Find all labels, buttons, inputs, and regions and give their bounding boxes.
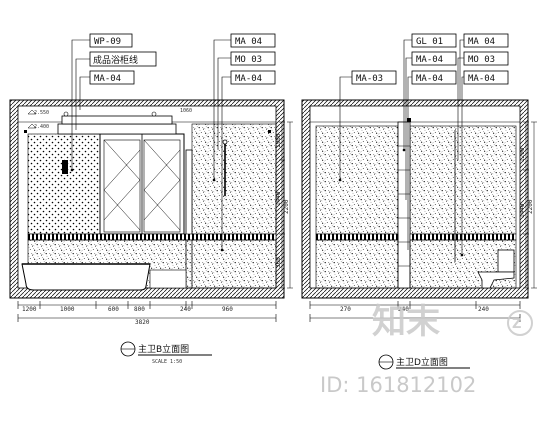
- right-material-tags: GL 01 MA 04 MA-04 MO 03 MA-03 MA-04 MA-0…: [351, 33, 509, 85]
- right-tag-ma04-a: MA 04: [468, 37, 495, 47]
- bottom-dim-1200: 1200: [22, 306, 37, 313]
- bottom-dim-960: 960: [222, 306, 233, 313]
- svg-text:Z: Z: [512, 317, 521, 332]
- right-bottom-dim-240-a: 240: [398, 306, 409, 313]
- left-view-scale: SCALE 1:50: [152, 359, 182, 365]
- bottom-dim-600: 600: [108, 306, 119, 313]
- right-bottom-dim-240-b: 240: [478, 306, 489, 313]
- right-view-dim-1440: 1440: [519, 203, 526, 218]
- left-tag-ma04-c: MA-04: [235, 74, 262, 84]
- right-leader-lines: [338, 39, 464, 257]
- right-view-title-text: 主卫D立面图: [396, 356, 448, 368]
- top-dim-1060: 1060: [180, 108, 192, 114]
- ceiling-mark-2550: 2.550: [34, 110, 49, 116]
- right-right-dimensions: 1200 2200 1440: [519, 121, 537, 289]
- watermark-id: ID: 161812102: [320, 373, 476, 397]
- right-tag-ma04-b: MA-04: [416, 55, 443, 65]
- total-width: 3820: [135, 319, 150, 326]
- watermark-logo-text: 知末: [372, 302, 440, 342]
- right-elevation: GL 01 MA 04 MA-04 MO 03 MA-03 MA-04 MA-0…: [301, 33, 537, 370]
- right-tag-gl01: GL 01: [416, 37, 443, 47]
- right-dim-360: 360: [275, 257, 282, 268]
- left-material-tags: WP-09 成品浴柜线 MA-04 MA 04 MO 03 MA-04: [89, 33, 276, 85]
- bottom-dim-240: 240: [180, 306, 191, 313]
- left-view-title-text: 主卫B立面图: [138, 343, 189, 355]
- ceiling-mark-2400: 2.400: [34, 124, 49, 130]
- left-tag-ma04-b: MA 04: [235, 37, 262, 47]
- right-dim-2200: 2200: [283, 199, 290, 214]
- right-tag-mo03: MO 03: [468, 55, 495, 65]
- bottom-dim-1000: 1000: [60, 306, 75, 313]
- watermark: Z 知末 ID: 161812102: [320, 302, 533, 397]
- bottom-dim-800: 800: [134, 306, 145, 313]
- watermark-logo: Z 知末: [372, 302, 533, 342]
- right-view-dim-1200: 1200: [519, 147, 526, 162]
- left-tag-mo03: MO 03: [235, 55, 262, 65]
- right-bottom-dimensions: 270 240 240: [309, 301, 521, 322]
- right-tag-ma04-d: MA-04: [468, 74, 495, 84]
- right-view-dim-2200: 2200: [527, 199, 534, 214]
- left-tag-vanity: 成品浴柜线: [93, 54, 138, 66]
- left-bottom-dimensions: 1200 1000 600 800 240 960 3820: [17, 301, 277, 326]
- left-view-title: 主卫B立面图 SCALE 1:50: [120, 341, 212, 365]
- left-right-dimensions: 1900 1440 2200 360: [275, 121, 293, 289]
- left-elevation: WP-09 成品浴柜线 MA-04 MA 04 MO 03 MA-04 2.55…: [9, 33, 293, 365]
- right-tag-ma03: MA-03: [356, 74, 383, 84]
- left-tag-ma04-a: MA-04: [94, 74, 121, 84]
- right-tag-ma04-c: MA-04: [416, 74, 443, 84]
- left-tag-wp09: WP-09: [94, 37, 121, 47]
- right-bottom-dim-270: 270: [340, 306, 351, 313]
- right-view-title: 主卫D立面图: [378, 354, 470, 370]
- right-dim-1440: 1440: [275, 191, 282, 206]
- left-leader-lines: [70, 39, 231, 252]
- right-dim-1900: 1900: [275, 133, 282, 148]
